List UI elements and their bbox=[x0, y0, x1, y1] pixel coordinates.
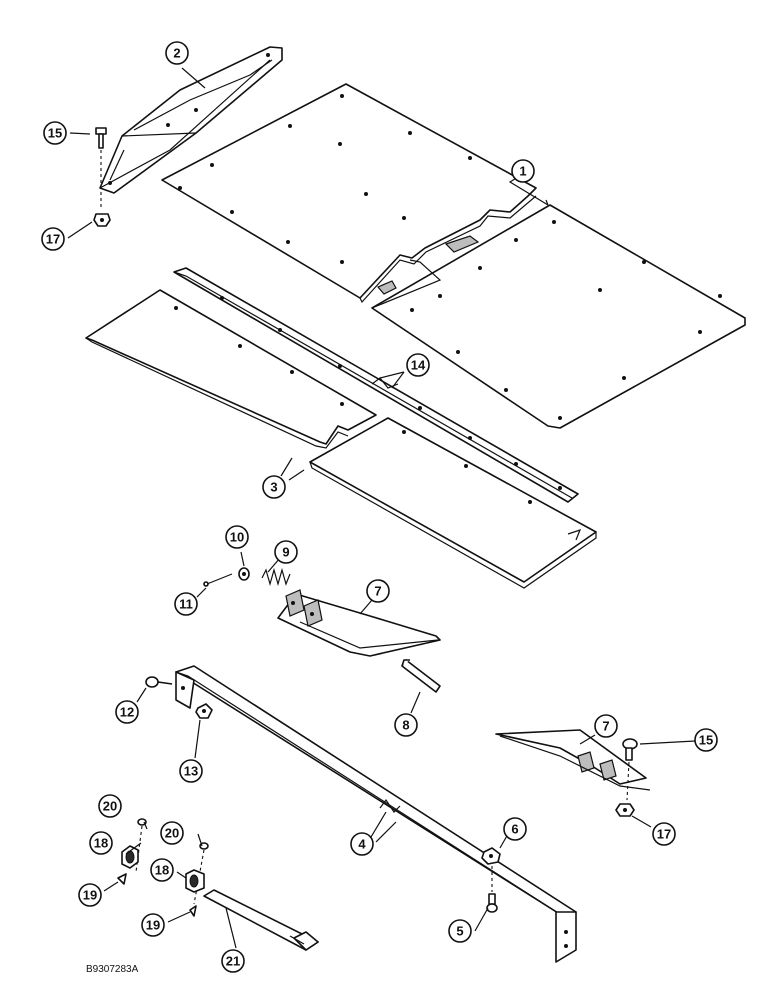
callout-label: 4 bbox=[358, 837, 366, 852]
callout-2: 2 bbox=[165, 41, 189, 65]
part-19-screw-right bbox=[189, 905, 197, 917]
part-18-bushing-left bbox=[121, 845, 139, 869]
part-6-nut bbox=[481, 847, 501, 865]
callout-label: 11 bbox=[179, 597, 193, 612]
callout-21: 21 bbox=[221, 949, 245, 973]
part-15-bolt-upper bbox=[95, 127, 107, 149]
callout-label: 12 bbox=[120, 705, 134, 720]
callout-label: 8 bbox=[402, 718, 409, 733]
part-11-pin bbox=[203, 573, 233, 587]
callout-19-left: 19 bbox=[78, 883, 102, 907]
part-17-nut-upper bbox=[93, 213, 111, 227]
callout-label: 9 bbox=[282, 545, 289, 560]
part-13-nut bbox=[195, 703, 213, 719]
callout-6: 6 bbox=[503, 817, 527, 841]
callout-label: 19 bbox=[83, 888, 97, 903]
part-9-spring bbox=[261, 567, 291, 587]
callout-5: 5 bbox=[448, 919, 472, 943]
part-15-bolt-right bbox=[622, 738, 638, 761]
part-18-bushing-right bbox=[185, 869, 205, 893]
part-10-washer bbox=[238, 567, 250, 581]
callout-label: 15 bbox=[699, 733, 713, 748]
part-4-beam bbox=[175, 665, 577, 963]
callout-label: 6 bbox=[511, 822, 518, 837]
callout-label: 7 bbox=[602, 719, 609, 734]
callout-label: 20 bbox=[165, 826, 179, 841]
callout-18-right: 18 bbox=[150, 858, 174, 882]
callout-label: 17 bbox=[657, 827, 671, 842]
leader-lines bbox=[67, 67, 696, 949]
part-2-bracket bbox=[99, 46, 283, 194]
callout-7-upper: 7 bbox=[366, 579, 390, 603]
callout-12: 12 bbox=[115, 700, 139, 724]
callout-label: 13 bbox=[184, 764, 198, 779]
callout-label: 7 bbox=[374, 584, 381, 599]
part-5-bolt bbox=[486, 893, 498, 913]
part-8-rod-end bbox=[401, 659, 410, 667]
callout-18-left: 18 bbox=[89, 831, 113, 855]
callout-label: 19 bbox=[146, 918, 160, 933]
callout-7-right: 7 bbox=[594, 714, 618, 738]
figure-id: B9307283A bbox=[86, 964, 139, 975]
callout-17-upper: 17 bbox=[41, 227, 65, 251]
callout-label: 17 bbox=[46, 232, 60, 247]
callout-19-right: 19 bbox=[141, 913, 165, 937]
part-8-rod bbox=[401, 659, 441, 693]
callout-label: 1 bbox=[519, 164, 526, 179]
callout-11: 11 bbox=[174, 592, 198, 616]
callout-10: 10 bbox=[225, 525, 249, 549]
callout-label: 10 bbox=[230, 530, 244, 545]
callout-9: 9 bbox=[274, 540, 298, 564]
callout-label: 15 bbox=[48, 126, 62, 141]
part-12-bolt bbox=[145, 676, 173, 688]
part-7-latch-right bbox=[495, 729, 651, 791]
callout-14: 14 bbox=[406, 353, 430, 377]
callout-15-right: 15 bbox=[694, 728, 718, 752]
part-17-nut-right bbox=[615, 803, 635, 817]
part-1-panels bbox=[161, 83, 746, 429]
callout-label: 20 bbox=[103, 799, 117, 814]
callout-1: 1 bbox=[511, 159, 535, 183]
callout-20-left: 20 bbox=[98, 794, 122, 818]
callout-label: 3 bbox=[270, 480, 277, 495]
callout-3: 3 bbox=[262, 475, 286, 499]
callout-8: 8 bbox=[394, 713, 418, 737]
callout-17-right: 17 bbox=[652, 822, 676, 846]
callout-label: 2 bbox=[173, 46, 180, 61]
callout-13: 13 bbox=[179, 759, 203, 783]
part-21-shaft bbox=[203, 889, 319, 951]
callout-label: 5 bbox=[456, 924, 463, 939]
part-7-latch-upper bbox=[277, 589, 441, 657]
part-19-axis-left bbox=[135, 825, 143, 873]
part-3-panels bbox=[85, 289, 597, 589]
callout-label: 21 bbox=[226, 954, 240, 969]
callout-4: 4 bbox=[350, 832, 374, 856]
callout-label: 18 bbox=[155, 863, 169, 878]
callout-label: 14 bbox=[411, 358, 426, 373]
callout-label: 18 bbox=[94, 836, 108, 851]
callout-15-upper: 15 bbox=[43, 121, 67, 145]
part-19-screw-left bbox=[117, 873, 127, 885]
callout-20-right: 20 bbox=[160, 821, 184, 845]
bolt-axis-line-right bbox=[626, 761, 630, 801]
part-14-strip bbox=[173, 267, 579, 503]
